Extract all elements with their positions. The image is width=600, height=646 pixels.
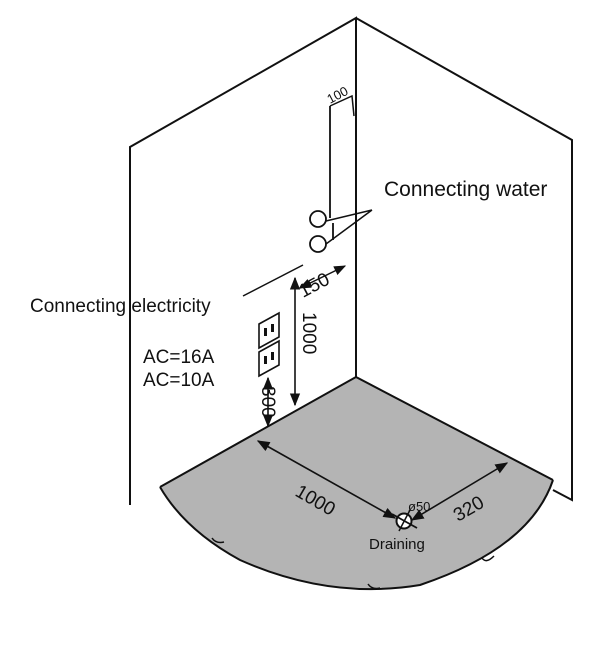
water-pipe xyxy=(329,106,334,240)
floor-foot-mid xyxy=(367,583,381,590)
drain-icon xyxy=(391,509,418,532)
ac-10a-label: AC=10A xyxy=(143,370,215,391)
draining-label: Draining xyxy=(369,536,425,553)
floor-foot-left xyxy=(211,537,225,544)
connecting-water-label: Connecting water xyxy=(384,178,547,201)
ac-16a-label: AC=16A xyxy=(143,347,215,368)
floor-curved-edge xyxy=(159,479,554,591)
drain-distance-dimension-line xyxy=(256,440,397,519)
socket-16a-icon xyxy=(258,311,280,350)
pipe-offset-bracket xyxy=(329,94,355,117)
electricity-leader-line xyxy=(242,264,304,297)
water-height-dimension: 1000 xyxy=(298,312,319,354)
shower-floor xyxy=(160,377,553,590)
floor-foot-right xyxy=(481,555,495,562)
pipe-offset-dimension: 100 xyxy=(324,83,350,106)
right-wall xyxy=(355,17,573,502)
connecting-electricity-label: Connecting electricity xyxy=(30,296,211,317)
water-inlet-lower-icon xyxy=(309,235,327,253)
pipe-spacing-arrows xyxy=(298,265,347,289)
socket-height-dimension: 300 xyxy=(257,386,278,418)
drain-diameter-label: ø50 xyxy=(408,499,430,514)
water-leader-lines xyxy=(325,209,373,245)
drain-offset-dimension-line xyxy=(410,462,509,521)
water-inlet-upper-icon xyxy=(309,210,327,228)
socket-10a-icon xyxy=(258,339,280,378)
